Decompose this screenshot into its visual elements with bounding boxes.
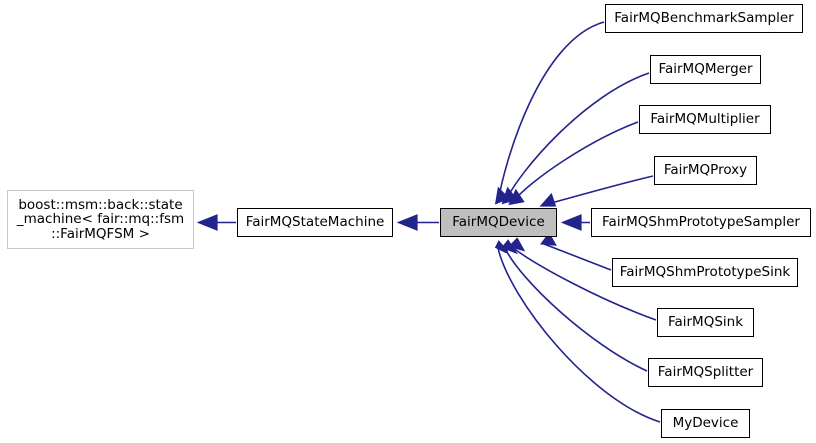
class-node-fairmq-proxy[interactable]: FairMQProxy xyxy=(654,156,757,185)
class-node-fairmq-shm-prototype-sampler[interactable]: FairMQShmPrototypeSampler xyxy=(591,208,811,237)
class-node-label: FairMQProxy xyxy=(663,162,748,179)
class-node-label: FairMQMultiplier xyxy=(650,111,760,128)
edge-sink-to-device-arrowhead xyxy=(507,237,526,252)
class-node-label: FairMQSink xyxy=(667,314,744,331)
class-node-fairmq-benchmark-sampler[interactable]: FairMQBenchmarkSampler xyxy=(605,4,803,33)
class-node-fairmq-sink[interactable]: FairMQSink xyxy=(657,308,754,337)
class-node-boost-state-machine[interactable]: boost::msm::back::state _machine< fair::… xyxy=(7,190,194,249)
edge-statemachine-to-boost-arrowhead xyxy=(196,214,218,231)
class-node-fairmq-splitter[interactable]: FairMQSplitter xyxy=(648,358,763,387)
edge-mydevice-to-device-arrowhead xyxy=(494,240,509,254)
class-node-label: FairMQMerger xyxy=(658,61,753,78)
class-node-fairmq-device: FairMQDevice xyxy=(440,208,557,237)
class-node-my-device[interactable]: MyDevice xyxy=(661,409,750,438)
edge-benchmarksampler-to-device xyxy=(497,21,605,203)
class-node-label: MyDevice xyxy=(672,415,739,432)
edge-splitter-to-device-arrowhead xyxy=(501,239,519,255)
class-node-fairmq-state-machine[interactable]: FairMQStateMachine xyxy=(237,208,393,237)
class-node-fairmq-multiplier[interactable]: FairMQMultiplier xyxy=(639,105,771,134)
class-node-fairmq-shm-prototype-sink[interactable]: FairMQShmPrototypeSink xyxy=(612,258,798,287)
edge-shmsink-to-device xyxy=(543,243,612,271)
edge-proxy-to-device-arrowhead xyxy=(539,192,557,207)
class-node-label: boost::msm::back::state _machine< fair::… xyxy=(16,196,185,242)
edge-proxy-to-device xyxy=(543,175,654,206)
edge-merger-to-device-arrowhead xyxy=(501,186,518,205)
class-node-label: FairMQShmPrototypeSampler xyxy=(602,214,800,231)
edge-merger-to-device xyxy=(504,72,650,203)
class-node-label: FairMQShmPrototypeSink xyxy=(619,264,791,281)
class-node-label: FairMQDevice xyxy=(452,214,545,231)
edge-multiplier-to-device-arrowhead xyxy=(508,188,525,206)
edge-shmsampler-to-device-arrowhead xyxy=(560,214,582,231)
edge-multiplier-to-device xyxy=(511,121,639,204)
edge-device-to-statemachine-arrowhead xyxy=(396,214,418,231)
class-node-label: FairMQStateMachine xyxy=(245,214,385,231)
class-node-label: FairMQBenchmarkSampler xyxy=(614,10,794,27)
class-node-label: FairMQSplitter xyxy=(657,364,754,381)
edge-benchmarksampler-to-device-arrowhead xyxy=(494,186,510,205)
class-node-fairmq-merger[interactable]: FairMQMerger xyxy=(650,55,761,84)
